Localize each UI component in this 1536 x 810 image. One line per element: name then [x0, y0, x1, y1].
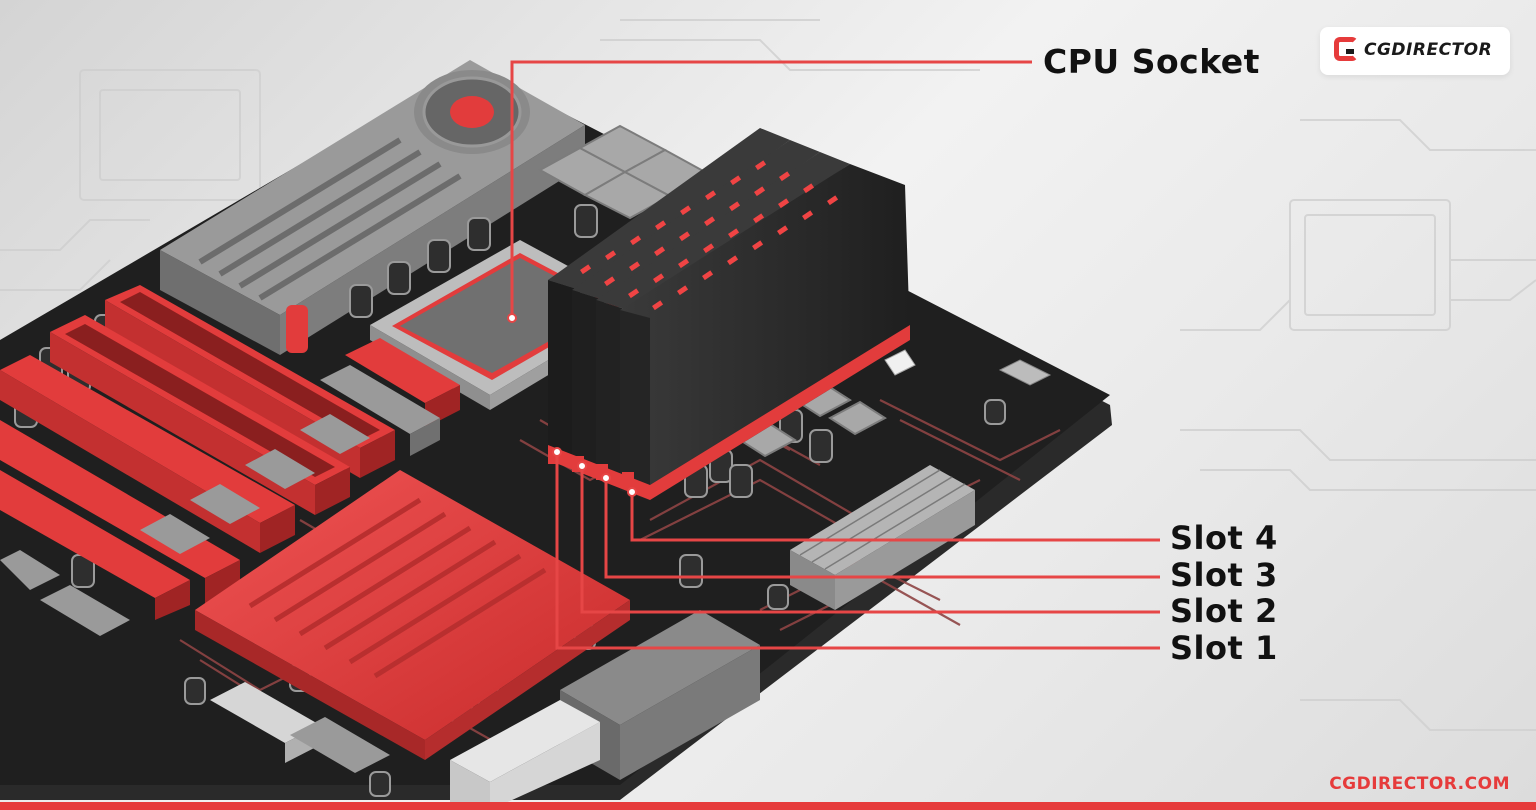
callout-line-slot4 [630, 492, 1160, 542]
brand-logo: CGDIRECTOR [1320, 27, 1510, 75]
m2-slot [320, 338, 460, 456]
chipset-heatsink [195, 470, 630, 760]
ram-modules [548, 128, 910, 500]
cpu-socket-label: CPU Socket [1043, 42, 1260, 81]
slot1-label: Slot 1 [1170, 629, 1278, 667]
slot4-label: Slot 4 [1170, 519, 1278, 557]
vrm-chokes [537, 124, 887, 458]
callout-line-slot2 [580, 466, 1160, 614]
sata-ports [0, 550, 760, 810]
callout-line-slot1 [555, 452, 1160, 650]
ram-module-slot4 [620, 164, 910, 500]
atx-power-connector [790, 465, 975, 610]
bottom-accent-bar [0, 802, 1536, 810]
callout-lines [510, 60, 1160, 650]
logo-icon [1334, 37, 1358, 61]
callout-line-slot3 [604, 478, 1160, 579]
slot3-label: Slot 3 [1170, 556, 1278, 594]
background-circuit-pattern [0, 19, 1536, 731]
logo-text: CGDIRECTOR [1364, 40, 1493, 60]
slot2-label: Slot 2 [1170, 592, 1278, 630]
pcie-slots [0, 285, 395, 620]
small-components [884, 349, 1052, 386]
callout-line-cpu-socket [510, 60, 1032, 318]
callout-dots [507, 313, 637, 497]
site-url: CGDIRECTOR.COM [1329, 774, 1510, 794]
